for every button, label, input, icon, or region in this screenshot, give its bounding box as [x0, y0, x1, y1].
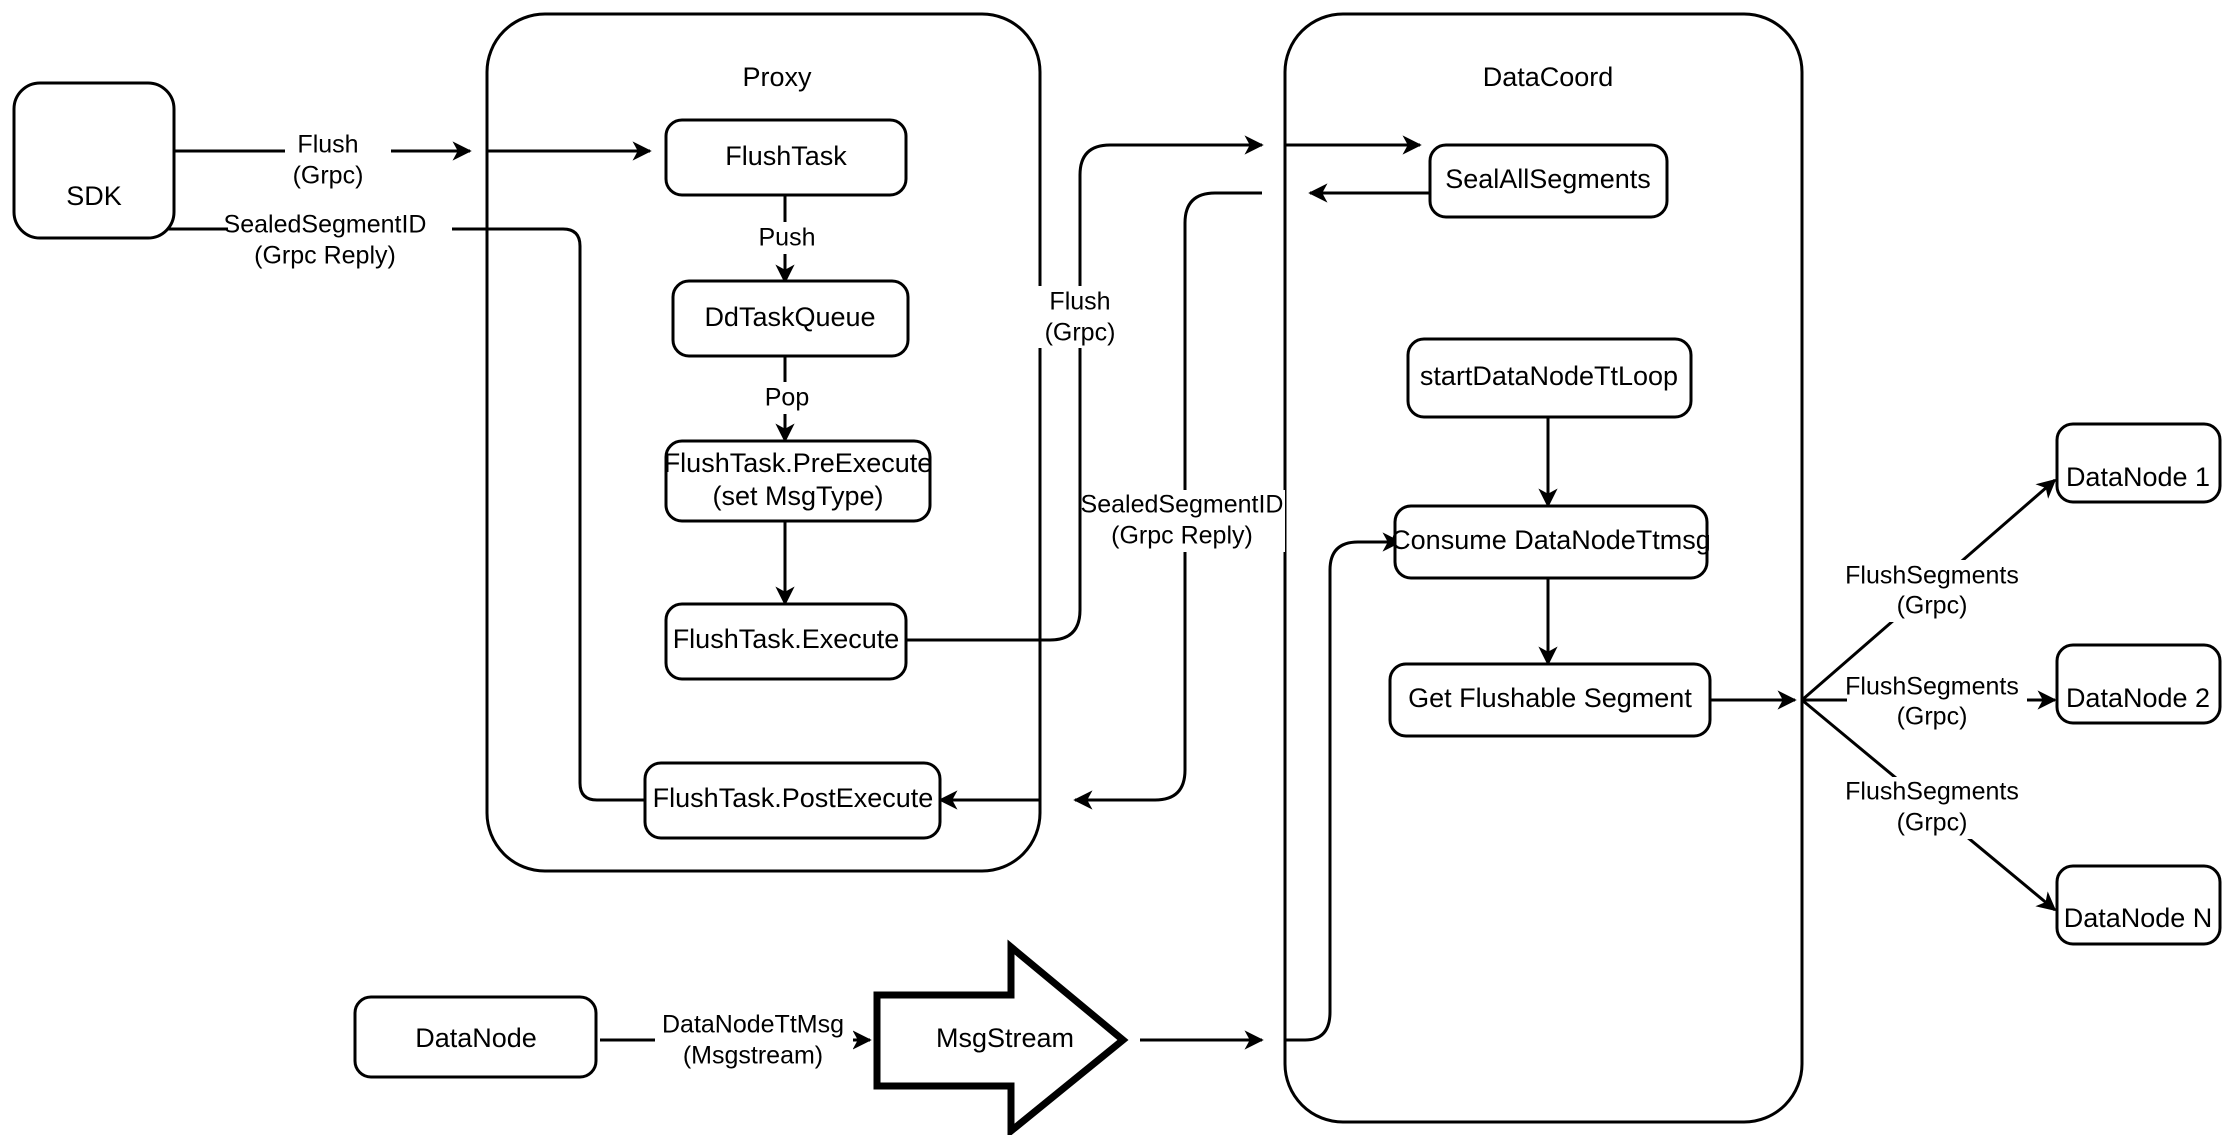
edge-datacoord-to-consume	[1285, 532, 1402, 1042]
container-datacoord-label: DataCoord	[1483, 62, 1614, 92]
node-datanode-1[interactable]: DataNode 1	[2055, 422, 2222, 504]
label-flushsegments-1-l1: FlushSegments	[1845, 562, 2019, 590]
node-flushtask-postexecute[interactable]: FlushTask.PostExecute	[643, 761, 942, 840]
node-flushtask-postexecute-label: FlushTask.PostExecute	[653, 783, 934, 813]
node-datanode-2[interactable]: DataNode 2	[2055, 643, 2222, 725]
edge-execute-to-sealallsegments	[905, 135, 1264, 642]
node-startdatanodettloop-label: startDataNodeTtLoop	[1420, 361, 1678, 391]
node-datanode-2-label: DataNode 2	[2066, 683, 2210, 713]
label-pop: Pop	[748, 382, 820, 414]
label-datanodettmsg-l2: (Msgstream)	[683, 1042, 823, 1070]
node-msgstream[interactable]: MsgStream	[873, 939, 1129, 1135]
node-sealallsegments-label: SealAllSegments	[1445, 164, 1651, 194]
label-sdk-reply-l2: (Grpc Reply)	[254, 242, 396, 270]
node-datanode-n[interactable]: DataNode N	[2055, 864, 2222, 946]
label-proxy-flush-l1: Flush	[1049, 288, 1110, 316]
label-flushsegments-3-l2: (Grpc)	[1897, 809, 1968, 837]
node-msgstream-label: MsgStream	[936, 1023, 1074, 1053]
node-ddtaskqueue[interactable]: DdTaskQueue	[671, 279, 910, 358]
node-datanode-n-label: DataNode N	[2064, 903, 2213, 933]
label-sdk-flush-l1: Flush	[297, 131, 358, 159]
label-sdk-reply: SealedSegmentID (Grpc Reply)	[224, 211, 452, 274]
node-sealallsegments[interactable]: SealAllSegments	[1428, 143, 1669, 219]
label-flushsegments-2: FlushSegments (Grpc)	[1845, 671, 2027, 733]
label-flushsegments-1: FlushSegments (Grpc)	[1845, 560, 2027, 622]
label-proxy-flush-l2: (Grpc)	[1045, 319, 1116, 347]
label-proxy-reply: SealedSegmentID (Grpc Reply)	[1081, 490, 1285, 552]
node-consume-datanodettmsg[interactable]: Consume DataNodeTtmsg	[1391, 504, 1711, 580]
node-startdatanodettloop[interactable]: startDataNodeTtLoop	[1406, 337, 1693, 419]
label-proxy-reply-l2: (Grpc Reply)	[1111, 522, 1253, 550]
node-datanode-bottom-label: DataNode	[415, 1023, 537, 1053]
label-datanodettmsg: DataNodeTtMsg (Msgstream)	[655, 1009, 853, 1071]
node-get-flushable-segment[interactable]: Get Flushable Segment	[1388, 662, 1712, 738]
label-flushsegments-2-l1: FlushSegments	[1845, 673, 2019, 701]
node-get-flushable-segment-label: Get Flushable Segment	[1408, 683, 1692, 713]
node-flushtask-execute-label: FlushTask.Execute	[673, 624, 900, 654]
label-flushsegments-3: FlushSegments (Grpc)	[1845, 777, 2027, 839]
label-flushsegments-3-l1: FlushSegments	[1845, 778, 2019, 806]
node-datanode-1-label: DataNode 1	[2066, 462, 2210, 492]
node-flushtask-preexecute[interactable]: FlushTask.PreExecute (set MsgType)	[664, 439, 933, 523]
label-proxy-reply-l1: SealedSegmentID	[1081, 491, 1284, 519]
node-flushtask-preexecute-sublabel: (set MsgType)	[712, 481, 883, 511]
label-sdk-flush-l2: (Grpc)	[293, 162, 364, 190]
node-ddtaskqueue-label: DdTaskQueue	[704, 302, 875, 332]
label-flushsegments-2-l2: (Grpc)	[1897, 703, 1968, 731]
container-proxy-label: Proxy	[742, 62, 812, 92]
node-sdk[interactable]: SDK	[12, 81, 176, 240]
node-consume-datanodettmsg-label: Consume DataNodeTtmsg	[1391, 525, 1711, 555]
label-push: Push	[745, 222, 825, 254]
label-push-text: Push	[759, 224, 816, 252]
label-sdk-reply-l1: SealedSegmentID	[224, 211, 427, 239]
node-flushtask-label: FlushTask	[725, 141, 847, 171]
node-flushtask-preexecute-label: FlushTask.PreExecute	[664, 448, 933, 478]
node-sdk-label: SDK	[66, 181, 122, 211]
label-datanodettmsg-l1: DataNodeTtMsg	[662, 1011, 844, 1039]
edge-postexecute-to-reply	[495, 227, 645, 802]
node-datanode-bottom[interactable]: DataNode	[353, 995, 598, 1079]
label-pop-text: Pop	[765, 384, 809, 412]
label-sdk-flush: Flush (Grpc)	[285, 131, 391, 194]
node-flushtask[interactable]: FlushTask	[664, 118, 908, 197]
label-flushsegments-1-l2: (Grpc)	[1897, 592, 1968, 620]
node-flushtask-execute[interactable]: FlushTask.Execute	[664, 602, 908, 681]
label-proxy-flush: Flush (Grpc)	[1030, 286, 1138, 348]
